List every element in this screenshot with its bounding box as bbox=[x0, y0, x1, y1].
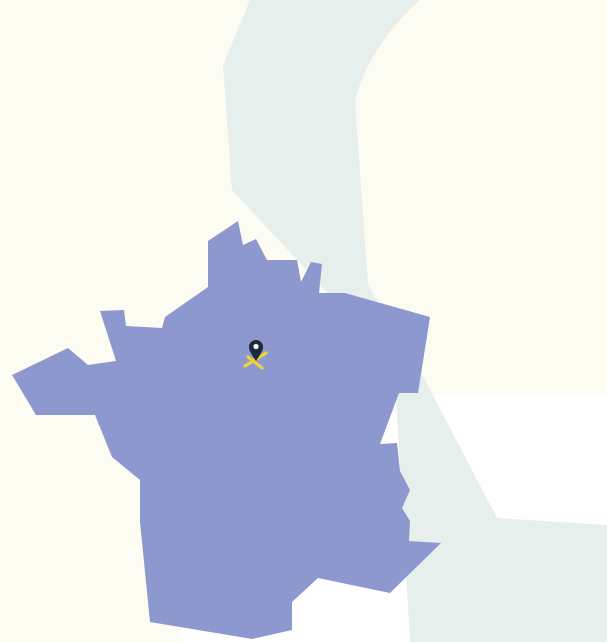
country-highlight[interactable] bbox=[12, 221, 441, 639]
map-pin-icon[interactable] bbox=[249, 340, 263, 361]
region-band-overlay bbox=[223, 0, 607, 642]
